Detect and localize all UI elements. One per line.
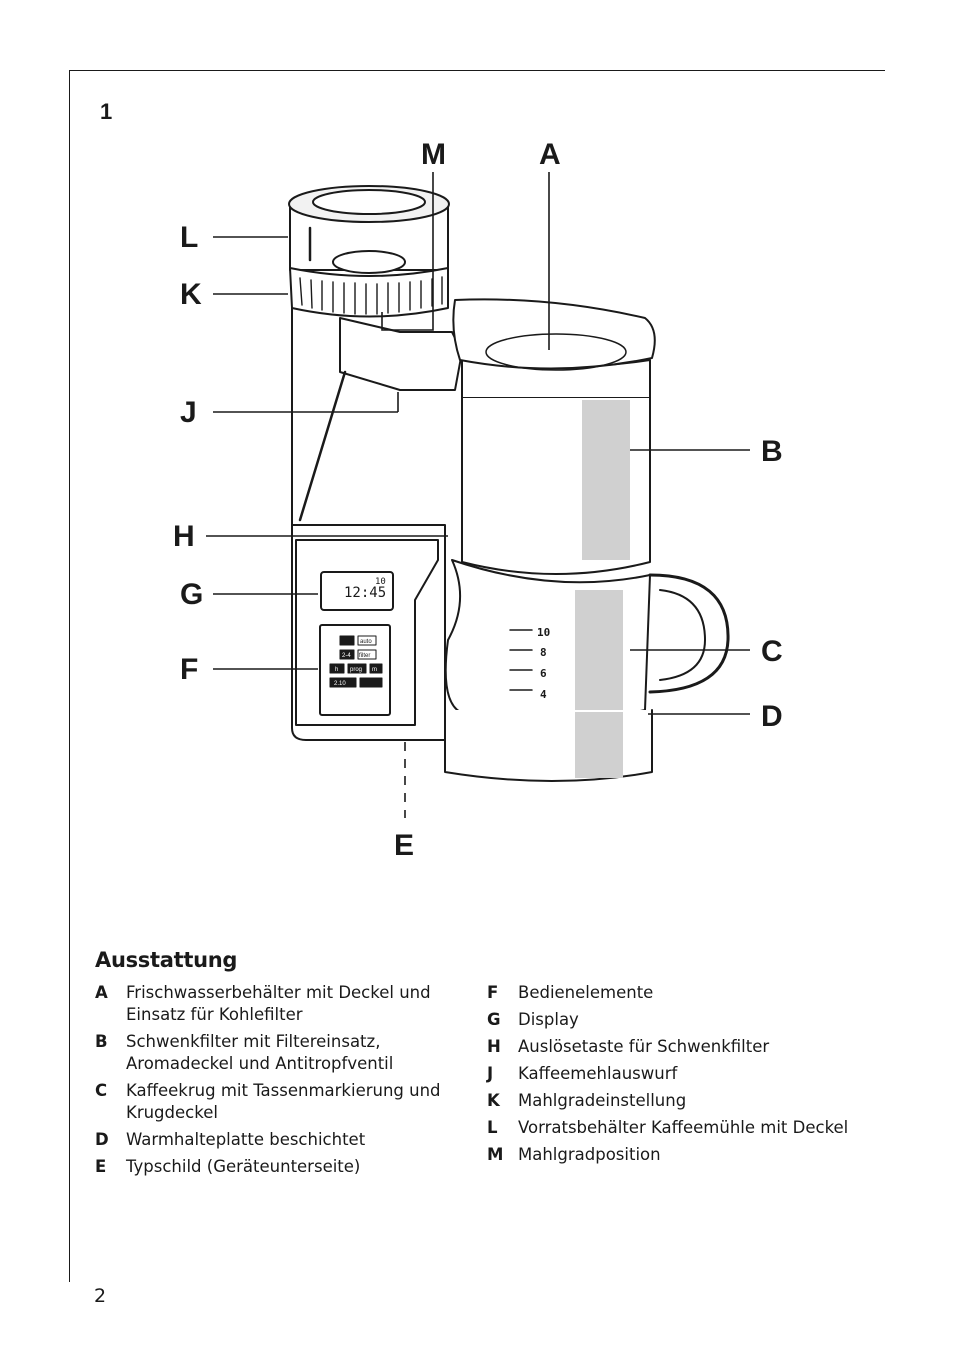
grind-ring (289, 267, 449, 318)
legend-letter: J (487, 1064, 494, 1083)
legend-item: D Warmhalteplatte beschichtet (95, 1129, 455, 1151)
left-rule (69, 70, 70, 1282)
legend-letter: D (95, 1130, 109, 1149)
legend-letter: M (487, 1145, 504, 1164)
legend-letter: H (487, 1037, 501, 1056)
callout-j: J (180, 396, 197, 429)
callout-a: A (539, 138, 561, 171)
carafe-mark-8: 8 (540, 646, 547, 659)
legend-text: Frischwasserbehälter mit Deckel und Eins… (126, 983, 431, 1024)
legend-text: Schwenkfilter mit Filtereinsatz, Aromade… (126, 1032, 394, 1073)
legend-letter: L (487, 1118, 498, 1137)
legend-item: K Mahlgradeinstellung (487, 1090, 887, 1112)
carafe-handle (648, 573, 730, 694)
legend-item: F Bedienelemente (487, 982, 887, 1004)
callout-b: B (761, 435, 783, 468)
legend-left-column: A Frischwasserbehälter mit Deckel und Ei… (95, 982, 455, 1183)
legend-text: Kaffeemehlauswurf (518, 1064, 678, 1083)
callout-k: K (180, 278, 202, 311)
legend-text: Typschild (Geräteunterseite) (126, 1157, 361, 1176)
legend-text: Mahlgradposition (518, 1145, 661, 1164)
legend-text: Auslösetaste für Schwenkfilter (518, 1037, 770, 1056)
legend-item: A Frischwasserbehälter mit Deckel und Ei… (95, 982, 455, 1026)
legend-item: H Auslösetaste für Schwenkfilter (487, 1036, 887, 1058)
legend-item: J Kaffeemehlauswurf (487, 1063, 887, 1085)
carafe-mark-4: 4 (540, 688, 547, 701)
callout-l: L (180, 221, 198, 254)
key-2-4: 2-4 (342, 653, 351, 659)
legend-text: Display (518, 1010, 579, 1029)
callout-g: G (180, 578, 203, 611)
legend-item: M Mahlgradposition (487, 1144, 887, 1166)
legend-text: Mahlgradeinstellung (518, 1091, 687, 1110)
display-cups: 10 (375, 577, 386, 587)
legend-right-column: F Bedienelemente G Display H Auslösetast… (487, 982, 887, 1171)
legend-letter: A (95, 983, 108, 1002)
display-time: 12:45 (344, 585, 386, 601)
section-title: Ausstattung (95, 948, 238, 972)
legend-item: G Display (487, 1009, 887, 1031)
legend-letter: B (95, 1032, 108, 1051)
page-number: 2 (94, 1285, 107, 1307)
legend-letter: F (487, 983, 499, 1002)
legend-text: Bedienelemente (518, 983, 654, 1002)
legend-text: Kaffeekrug mit Tassenmarkierung und Krug… (126, 1081, 441, 1122)
carafe-mark-10: 10 (537, 626, 550, 639)
legend-letter: K (487, 1091, 500, 1110)
legend-item: E Typschild (Geräteunterseite) (95, 1156, 455, 1178)
display-screen (320, 571, 394, 611)
legend-item: C Kaffeekrug mit Tassenmarkierung und Kr… (95, 1080, 455, 1124)
callout-m: M (421, 138, 446, 171)
callout-d: D (761, 700, 783, 733)
key-2-10: 2.10 (334, 681, 346, 687)
top-rule (69, 70, 885, 71)
legend-letter: G (487, 1010, 501, 1029)
legend-letter: E (95, 1157, 107, 1176)
callout-f: F (180, 653, 198, 686)
legend-text: Vorratsbehälter Kaffeemühle mit Deckel (518, 1118, 849, 1137)
callout-e: E (394, 829, 414, 862)
key-prog: prog (350, 667, 362, 673)
callout-c: C (761, 635, 783, 668)
coffee-machine-illustration: 12:45 10 10 8 6 4 auto 2-4 filter h prog… (173, 138, 783, 862)
carafe-mark-6: 6 (540, 667, 547, 680)
figure-number: 1 (100, 99, 113, 124)
legend-item: L Vorratsbehälter Kaffeemühle mit Deckel (487, 1117, 887, 1139)
callout-h: H (173, 520, 195, 553)
legend-item: B Schwenkfilter mit Filtereinsatz, Aroma… (95, 1031, 455, 1075)
legend-letter: C (95, 1081, 108, 1100)
key-auto: auto (360, 639, 372, 645)
key-h: h (335, 667, 338, 673)
key-filter: filter (359, 653, 370, 659)
key-m: m (372, 667, 377, 673)
legend-text: Warmhalteplatte beschichtet (126, 1130, 366, 1149)
grounds-chute (339, 317, 463, 391)
